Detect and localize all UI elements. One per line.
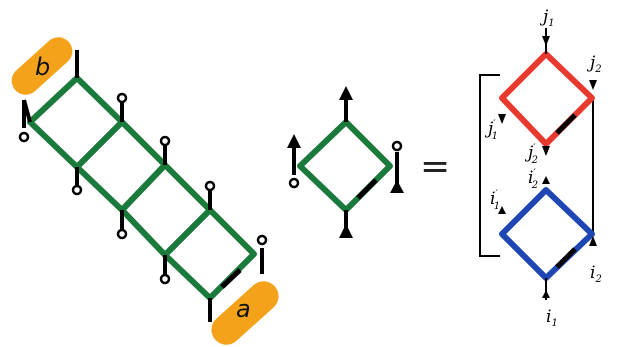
end-cap-a-label: a: [236, 295, 251, 323]
chain-square-4: [162, 207, 257, 301]
chain-square-1: [27, 75, 125, 170]
label-i2: i2: [590, 263, 602, 285]
red-tensor-mark: [555, 113, 577, 135]
end-cap-a: a: [211, 281, 279, 345]
single-tensor: [287, 86, 404, 238]
label-i1: i1: [546, 307, 558, 329]
single-tensor-legs: [287, 86, 404, 238]
right-arrows: [498, 36, 597, 298]
chain-square-3: [119, 162, 213, 258]
end-cap-b: b: [11, 37, 73, 95]
decomposition: j1 j2 j′1 j′2 i′2 i′1 i2 i1: [479, 7, 602, 329]
blue-tensor-square: [499, 187, 595, 281]
label-i1-prime: i′1: [490, 189, 500, 212]
blue-tensor-mark: [555, 247, 577, 269]
label-i2-prime: i′2: [528, 168, 538, 191]
single-tensor-mark: [356, 178, 378, 200]
label-j2: j2: [586, 53, 602, 75]
end-cap-b-label: b: [35, 53, 50, 81]
left-tensor-chain: b a: [11, 37, 279, 345]
bracket-lines: [479, 74, 594, 257]
equals-sign: =: [420, 146, 450, 187]
chain-squares: [27, 75, 257, 301]
label-j1-prime: j′1: [484, 119, 498, 142]
label-j1: j1: [539, 7, 555, 29]
index-labels: j1 j2 j′1 j′2 i′2 i′1 i2 i1: [484, 7, 602, 329]
chain-legs: [18, 50, 268, 322]
label-j2-prime: j′2: [524, 143, 538, 166]
red-tensor-square: [499, 51, 595, 147]
single-tensor-square: [297, 119, 393, 213]
chain-square-2: [74, 119, 168, 213]
chain-orientation-mark: [220, 268, 242, 289]
